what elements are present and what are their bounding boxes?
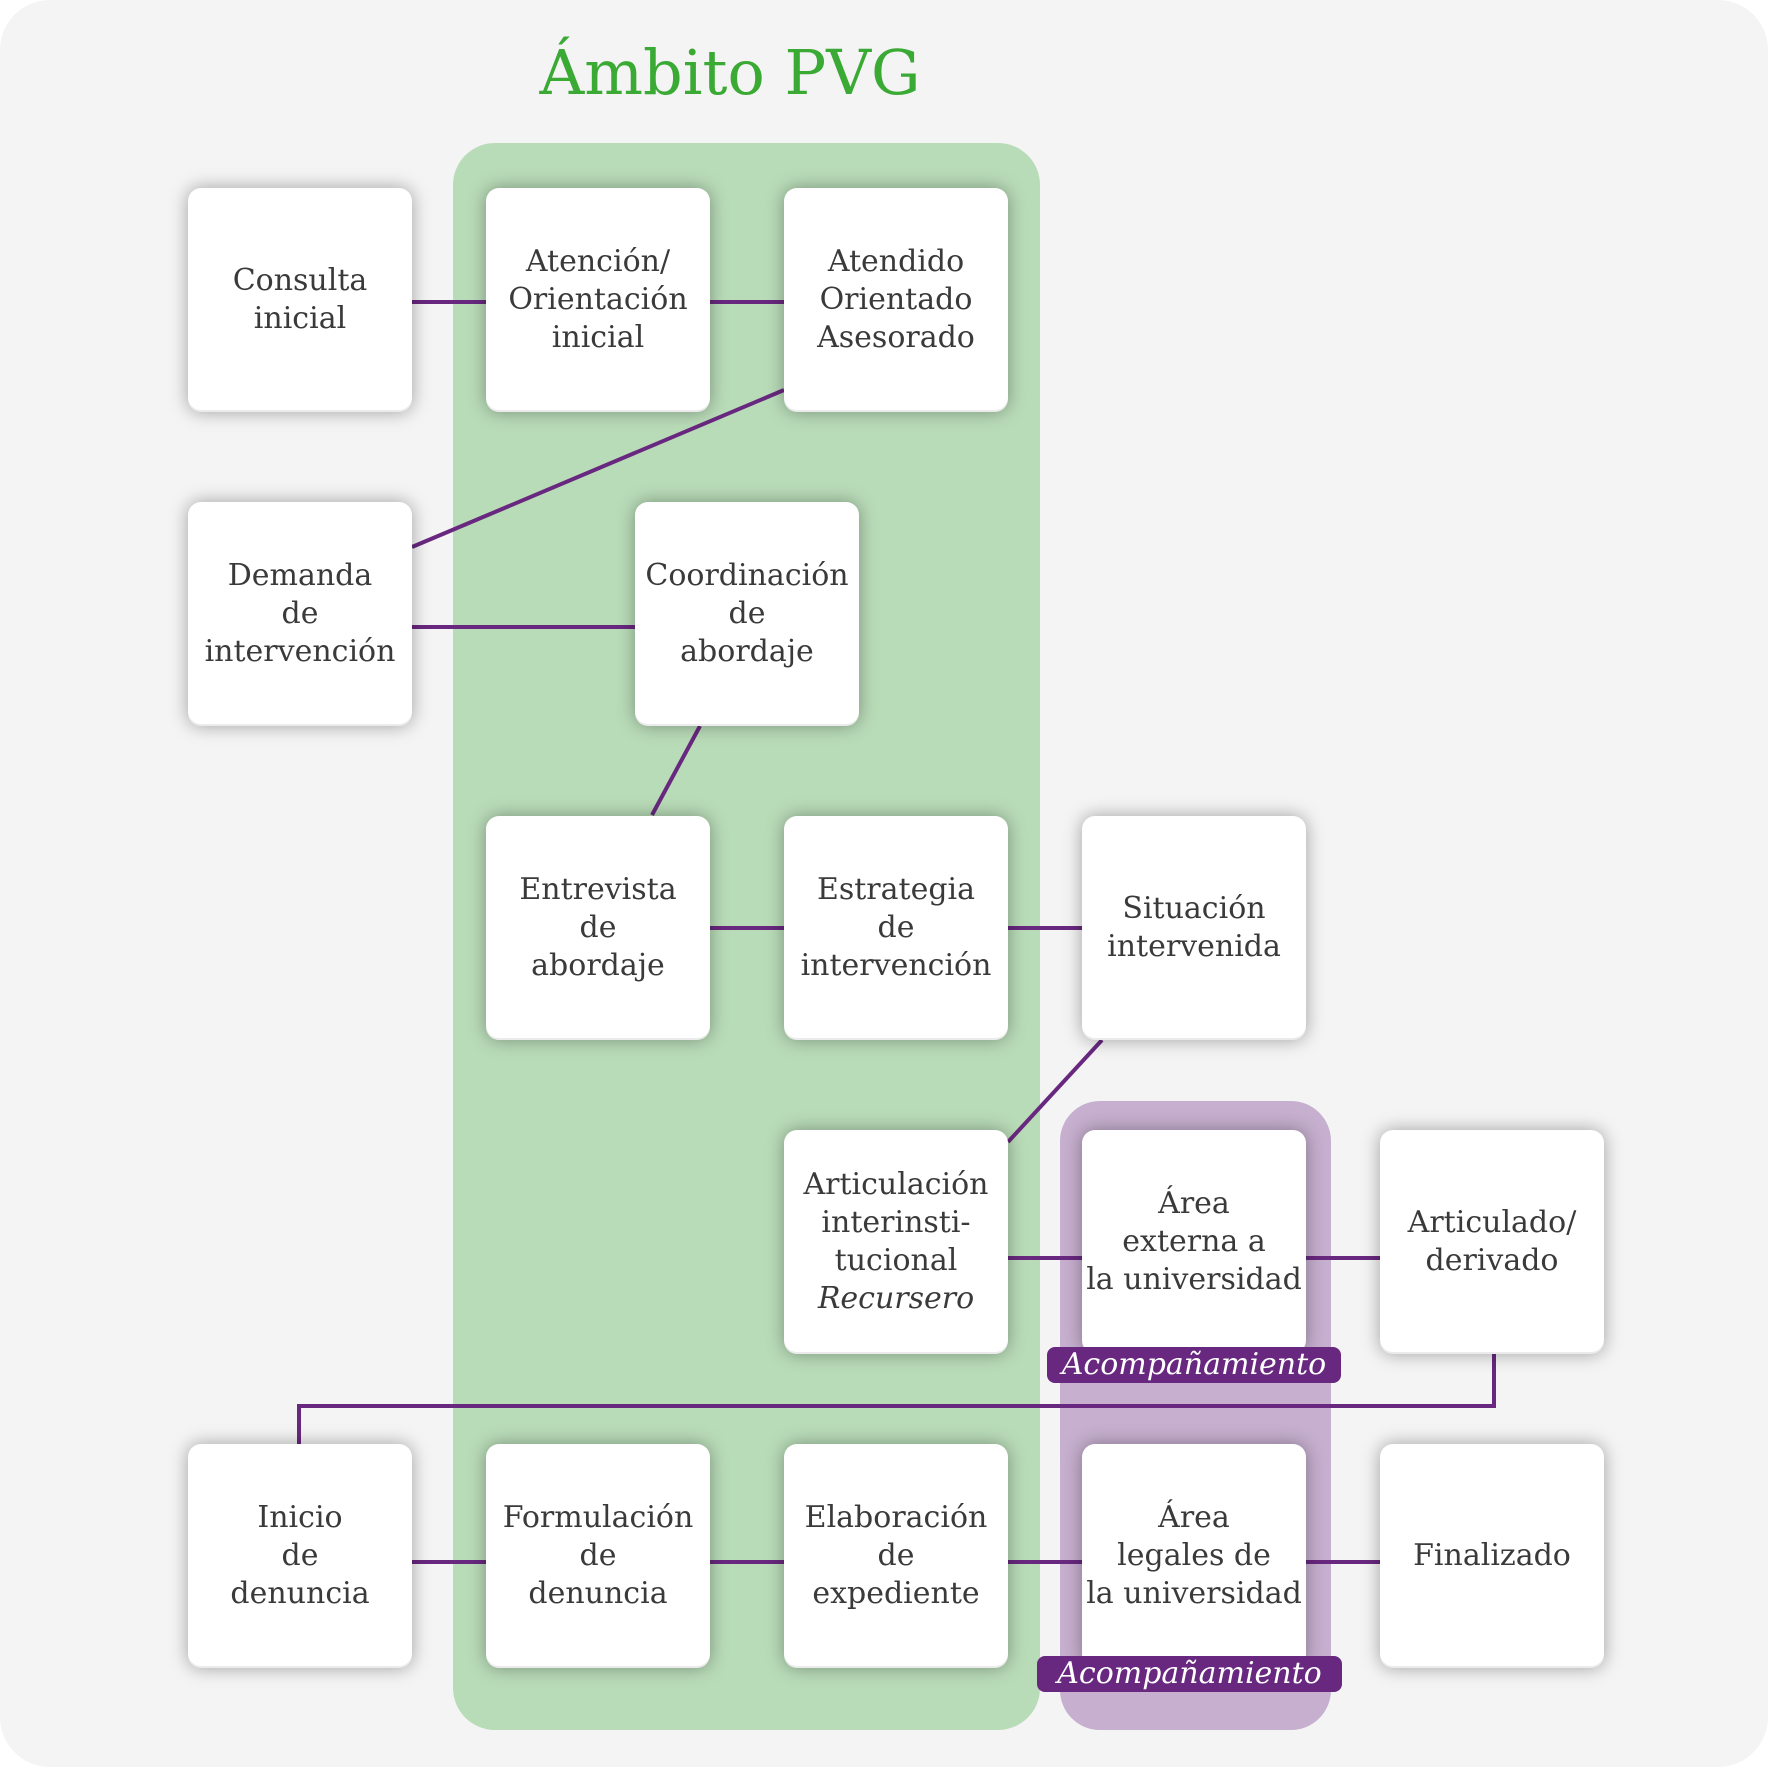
node-label: Atendido Orientado Asesorado <box>817 244 975 355</box>
node-label: Área externa a la universidad <box>1086 1186 1302 1297</box>
node-label: Inicio de denuncia <box>230 1500 370 1611</box>
node-demanda-intervencion: Demanda de intervención <box>188 502 412 726</box>
node-situacion-intervenida: Situación intervenida <box>1082 816 1306 1040</box>
node-label: Situación intervenida <box>1107 891 1281 964</box>
link-articulado-inicio <box>297 1354 1496 1444</box>
node-coordinacion-abordaje: Coordinación de abordaje <box>635 502 859 726</box>
node-formulacion-denuncia: Formulación de denuncia <box>486 1444 710 1668</box>
link-situacion-articulacion <box>1006 1038 1104 1144</box>
node-elaboracion-expediente: Elaboración de expediente <box>784 1444 1008 1668</box>
node-estrategia-intervencion: Estrategia de intervención <box>784 816 1008 1040</box>
node-area-legales: Área legales de la universidad <box>1082 1444 1306 1668</box>
node-label: Entrevista de abordaje <box>519 872 677 983</box>
node-atendido: Atendido Orientado Asesorado <box>784 188 1008 412</box>
node-label: Estrategia de intervención <box>800 872 992 983</box>
node-inicio-denuncia: Inicio de denuncia <box>188 1444 412 1668</box>
node-entrevista-abordaje: Entrevista de abordaje <box>486 816 710 1040</box>
acompanamiento-badge: Acompañamiento <box>1037 1656 1342 1692</box>
node-atencion-orientacion: Atención/ Orientación inicial <box>486 188 710 412</box>
node-label: Elaboración de expediente <box>804 1500 988 1611</box>
node-label: Formulación de denuncia <box>502 1500 694 1611</box>
diagram-title: Ámbito PVG <box>539 36 921 109</box>
node-label: Finalizado <box>1413 1538 1571 1573</box>
node-label: Coordinación de abordaje <box>645 558 849 669</box>
node-area-externa: Área externa a la universidad <box>1082 1130 1306 1354</box>
node-sublabel: Recursero <box>817 1281 975 1316</box>
acompanamiento-badge: Acompañamiento <box>1047 1347 1341 1383</box>
node-consulta-inicial: Consulta inicial <box>188 188 412 412</box>
node-label: Área legales de la universidad <box>1086 1500 1302 1611</box>
node-label: Atención/ Orientación inicial <box>508 244 688 355</box>
node-label: Articulado/ derivado <box>1407 1205 1577 1278</box>
node-articulado-derivado: Articulado/ derivado <box>1380 1130 1604 1354</box>
node-label: Demanda de intervención <box>204 558 396 669</box>
node-label: Articulación interinsti- tucional <box>803 1167 989 1278</box>
node-label: Consulta inicial <box>232 263 368 336</box>
link-coordinacion-entrevista <box>650 725 702 816</box>
node-finalizado: Finalizado <box>1380 1444 1604 1668</box>
link-atendido-demanda <box>411 388 785 549</box>
